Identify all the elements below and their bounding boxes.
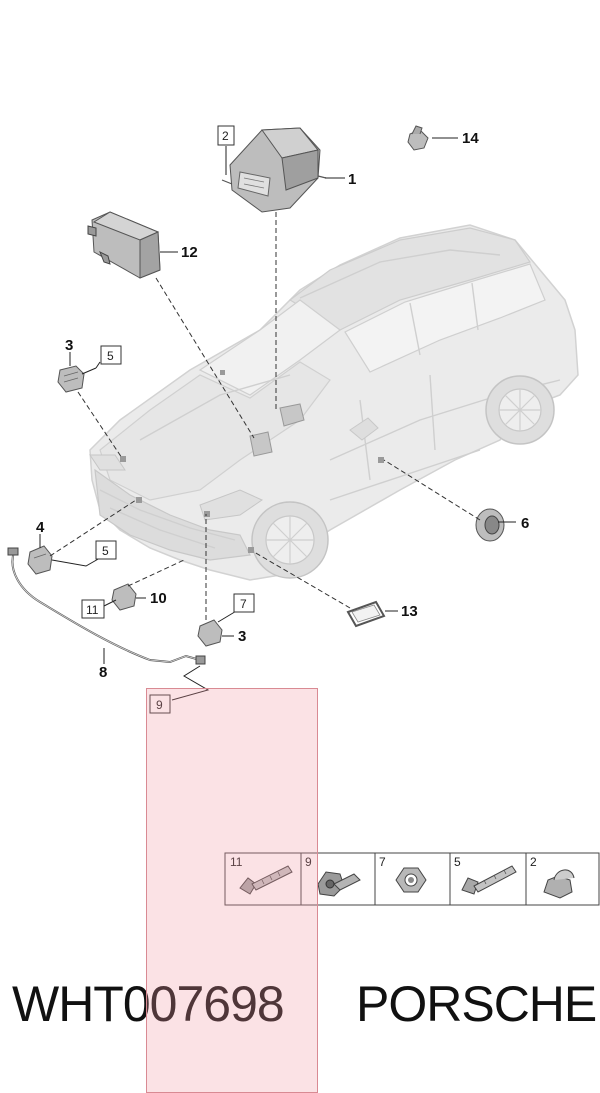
part-13-bracket [346,600,386,628]
footer: WHT007698 PORSCHE [0,975,600,1055]
callout-13: 13 [401,603,418,620]
callout-3-lower: 3 [238,628,246,645]
callout-box-9 [149,694,171,714]
part-number: WHT007698 [12,976,285,1032]
part-8-wiring-harness [7,547,206,665]
callout-box-11 [81,599,105,619]
callout-3-upper: 3 [65,337,73,354]
callout-11: 11 [86,603,99,617]
callout-6: 6 [521,515,529,532]
selection-highlight [146,688,318,1093]
part-1-control-unit [221,127,327,213]
hardware-cell-number: 5 [454,855,461,869]
hardware-cell-number: 7 [379,855,386,869]
callout-1: 1 [348,171,356,188]
callout-12: 12 [181,244,198,261]
callout-box-5-lower [95,540,117,560]
hardware-cell-number: 9 [305,855,312,869]
hex-nut-icon [395,867,427,893]
vehicle-illustration [89,224,579,581]
callout-9: 9 [156,698,163,712]
part-10-sensor [111,583,137,611]
part-6-sensor [475,508,505,542]
bolt-icon [239,865,293,895]
callout-box-5-upper [100,345,122,365]
callout-labels: 1 14 12 3 4 10 3 8 6 13 2 5 5 11 7 9 [36,125,529,714]
cap-nut-icon [543,869,575,899]
callout-box-2 [217,125,235,146]
expanding-nut-icon [317,871,361,897]
callout-7: 7 [240,597,247,611]
callout-14: 14 [462,130,479,147]
callout-10: 10 [150,590,167,607]
callout-4: 4 [36,519,45,536]
part-12-module [87,211,161,279]
part-14-sensor [407,125,429,151]
hardware-cell-number: 11 [230,855,243,869]
part-4-sensor [27,545,53,575]
callout-5-lower: 5 [102,544,109,558]
part-3-sensor-lower [197,619,223,647]
hardware-table: 11 9 7 5 2 [224,852,600,906]
part-3-sensor-upper [57,365,85,393]
brand-name: PORSCHE [356,976,597,1032]
callout-box-7 [233,593,255,613]
callout-2: 2 [222,129,229,143]
screw-icon [461,865,517,895]
callout-5-upper: 5 [107,349,114,363]
hardware-cell-number: 2 [530,855,537,869]
callout-8: 8 [99,664,107,681]
